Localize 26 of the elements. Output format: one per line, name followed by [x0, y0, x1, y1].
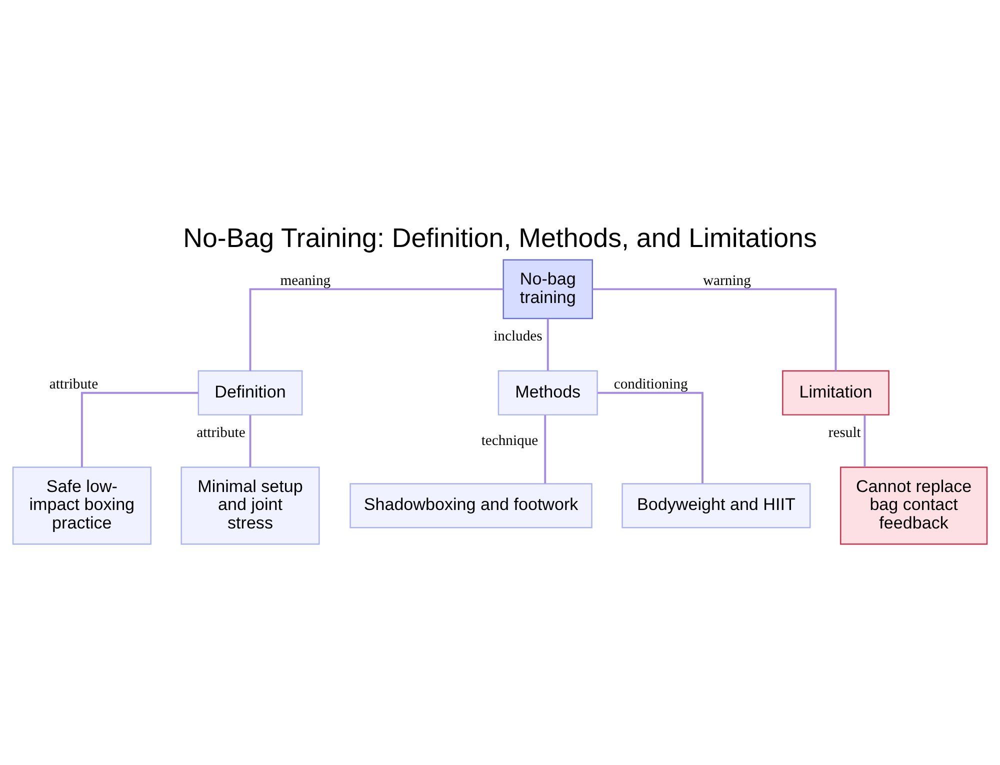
node-box: Limitation: [782, 370, 890, 416]
connector: [864, 415, 866, 467]
diagram-title: No-Bag Training: Definition, Methods, and Limitations: [183, 223, 817, 254]
node-box: Minimal setup and joint stress: [180, 466, 320, 545]
edge-label: attribute: [196, 424, 246, 441]
connector: [249, 415, 252, 467]
connector: [249, 288, 504, 371]
edge-label: includes: [494, 328, 542, 344]
connector: [80, 392, 198, 468]
node-box: Cannot replace bag contact feedback: [840, 466, 988, 545]
edge-label: technique: [481, 433, 538, 450]
node-box: Bodyweight and HIIT: [622, 483, 811, 528]
connector: [598, 392, 704, 484]
edge-label: conditioning: [614, 376, 688, 393]
edge-label: attribute: [49, 376, 98, 393]
edge-label: warning: [702, 273, 751, 290]
connector: [544, 415, 546, 484]
node-box: Definition: [198, 370, 303, 416]
connector: [592, 288, 837, 371]
edge-label: meaning: [280, 273, 331, 290]
connector: [546, 318, 549, 371]
edge-label: result: [828, 424, 861, 441]
node-box: Methods: [498, 370, 598, 416]
node-box: Safe low-impact boxing practice: [12, 466, 152, 545]
node-box: Shadowboxing and footwork: [350, 483, 592, 528]
node-box: No-bag training: [502, 259, 593, 320]
